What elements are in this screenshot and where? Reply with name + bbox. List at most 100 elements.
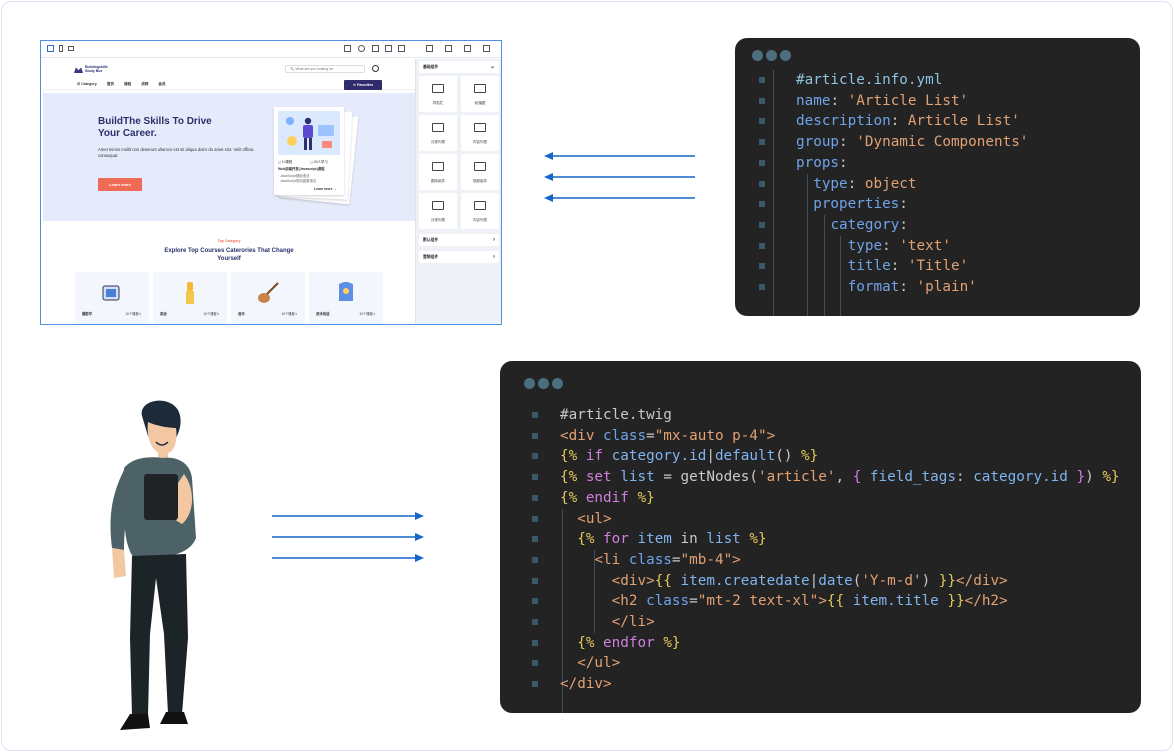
category-card[interactable]: 武术英语 10个课程 ▾ xyxy=(309,272,383,323)
learn-more-button[interactable]: Learn more xyxy=(98,178,142,191)
window-dot-icon xyxy=(552,378,563,389)
code-line: group: 'Dynamic Components' xyxy=(796,132,1028,153)
code-token: () xyxy=(775,448,802,465)
code-token: category.id xyxy=(973,469,1077,486)
window-dot-icon xyxy=(780,50,791,61)
code-token: 'text' xyxy=(899,237,951,254)
course-card[interactable]: ◻ 10课程 ◻ 30人学习 Web前端开发(Javascript)课程 · J… xyxy=(274,107,344,195)
code-line: props: xyxy=(796,153,848,174)
gutter-marker xyxy=(759,263,765,270)
category-count: 10个课程 ▾ xyxy=(281,312,297,316)
nav-item[interactable]: 会员 xyxy=(158,82,166,86)
component-tile[interactable]: 视频组件 xyxy=(461,154,499,190)
tablet-view-icon[interactable] xyxy=(68,46,74,51)
code-token: list xyxy=(706,531,750,548)
nav-item[interactable]: 首页 xyxy=(106,82,114,86)
code-token xyxy=(560,531,577,547)
gutter-marker xyxy=(759,284,765,290)
code-token xyxy=(560,655,577,671)
code-token: object xyxy=(864,175,917,192)
course-stat-lessons: ◻ 10课程 xyxy=(278,160,293,164)
code-token: 'Title' xyxy=(907,258,969,275)
code-token xyxy=(560,635,577,651)
component-tile[interactable]: 内容列表 xyxy=(461,193,499,229)
desktop-view-icon[interactable] xyxy=(47,45,54,52)
code-token xyxy=(796,258,848,274)
category-card[interactable]: 摄影学 10个课程 ▾ xyxy=(75,272,149,323)
mobile-view-icon[interactable] xyxy=(59,45,63,52)
import-icon[interactable] xyxy=(398,45,405,52)
panel-section-marketing[interactable]: 营销组件› xyxy=(419,251,499,263)
code-line: <div class="mx-auto p-4"> xyxy=(560,426,775,447)
gutter-marker xyxy=(532,432,538,439)
site-search-input[interactable]: 🔍 What are you looking for xyxy=(285,65,365,73)
indent-guide xyxy=(824,214,825,316)
blocks-icon[interactable] xyxy=(483,45,490,52)
code-token: Article List' xyxy=(907,113,1020,130)
content-list-icon xyxy=(474,201,486,210)
preview-icon[interactable] xyxy=(358,45,365,52)
user-icon[interactable] xyxy=(372,65,379,72)
video-icon xyxy=(474,162,486,171)
code-token: {% xyxy=(577,634,604,651)
panel-section-basic[interactable]: 基础组件⌄ xyxy=(419,61,499,73)
component-tile[interactable]: 分类列表 xyxy=(419,193,457,229)
code-token: <ul> xyxy=(577,510,612,527)
style-icon[interactable] xyxy=(445,45,452,52)
code-token: properties xyxy=(813,196,900,213)
code-token: 'Article List' xyxy=(847,92,969,109)
category-card[interactable]: 音乐 10个课程 ▾ xyxy=(231,272,305,323)
gutter-marker xyxy=(532,515,538,522)
code-line: #article.info.yml xyxy=(796,70,942,91)
code-token: = getNodes( xyxy=(663,469,758,486)
panel-section-default[interactable]: 默认组件› xyxy=(419,234,499,246)
category-card[interactable]: 美妆 10个课程 ▾ xyxy=(153,272,227,323)
code-line: </div> xyxy=(560,674,612,695)
select-icon[interactable] xyxy=(344,45,351,52)
code-token: endif xyxy=(585,489,638,506)
site-nav: ☰ Category 首页 课程 讲师 会员 xyxy=(77,82,176,87)
hero-subtitle: Amet minim mollit non deserunt ullamco e… xyxy=(98,147,254,158)
code-token: format xyxy=(847,279,900,295)
code-token: name xyxy=(796,92,831,109)
component-tile[interactable]: 图库组件 xyxy=(419,154,457,190)
code-token: , xyxy=(835,469,853,486)
code-token xyxy=(796,279,848,295)
favorites-button[interactable]: ☆ Favorites xyxy=(344,80,382,90)
nav-item[interactable]: 课程 xyxy=(124,82,132,86)
category-list-icon xyxy=(432,123,444,132)
component-tile[interactable]: 轮播图 xyxy=(461,76,499,112)
code-icon[interactable] xyxy=(385,45,392,52)
code-token: for xyxy=(603,531,638,548)
arrows-right xyxy=(272,512,424,562)
fullscreen-icon[interactable] xyxy=(372,45,379,52)
section-tag: Top Category xyxy=(217,239,241,243)
category-count: 10个课程 ▾ xyxy=(359,312,375,316)
camera-icon xyxy=(102,285,120,301)
course-stat-students: ◻ 30人学习 xyxy=(310,160,328,164)
gallery-icon xyxy=(432,162,444,171)
component-tile[interactable]: 导航栏 xyxy=(419,76,457,112)
code-token: }} xyxy=(947,593,965,610)
nav-item[interactable]: ☰ Category xyxy=(77,82,97,86)
person-with-tablet-illustration xyxy=(286,117,334,150)
course-learn-more-link[interactable]: Learn more → xyxy=(314,187,337,191)
gutter-marker xyxy=(759,139,765,146)
nav-item[interactable]: 讲师 xyxy=(141,82,149,86)
code-token: description xyxy=(796,113,891,130)
component-tile[interactable]: 分类列表 xyxy=(419,115,457,151)
builder-canvas[interactable]: Buildingskills Study Bus 🔍 What are you … xyxy=(43,59,415,323)
edit-icon[interactable] xyxy=(426,45,433,52)
category-label: 美妆 xyxy=(160,312,167,316)
code-token: ( xyxy=(852,572,862,589)
component-tile[interactable]: 内容列表 xyxy=(461,115,499,151)
indent-guide xyxy=(594,549,595,633)
code-token: date xyxy=(818,572,853,589)
category-label: 武术英语 xyxy=(316,312,330,316)
code-token: %} xyxy=(1102,469,1120,486)
code-token: field_tags xyxy=(869,469,956,486)
layers-icon[interactable] xyxy=(464,45,471,52)
code-token: = xyxy=(646,427,655,444)
code-line: <li class="mb-4"> xyxy=(560,550,740,571)
